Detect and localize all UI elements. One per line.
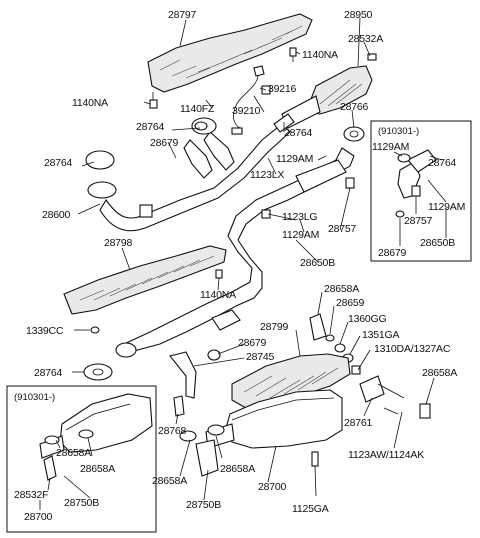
- inset-right-label-28764: 28764: [428, 157, 457, 169]
- heat-shield-28797: [147, 13, 313, 93]
- inset-right-label-28757: 28757: [404, 215, 433, 227]
- inset-right-label-28650B: 28650B: [420, 237, 455, 249]
- inset-right-label-28679: 28679: [378, 247, 407, 259]
- bolt-1140NA-left: [149, 92, 158, 109]
- label-28764-d: 28764: [34, 367, 63, 379]
- hanger-28745: [169, 349, 221, 399]
- bolt-1140NA-mid: [215, 269, 223, 279]
- part-labels: 28797 28950 28532A 1140NA 39216 1140NA 1…: [14, 9, 465, 523]
- label-1310DA-1327AC: 1310DA/1327AC: [374, 343, 451, 355]
- center-pipe-28650B: [115, 147, 355, 358]
- label-28766: 28766: [340, 101, 369, 113]
- label-28799: 28799: [260, 321, 289, 333]
- label-28700-a: 28700: [258, 481, 287, 493]
- bracket-28761: [359, 375, 431, 419]
- inset-left-label-28658A-b: 28658A: [80, 463, 115, 475]
- label-28650B-a: 28650B: [300, 257, 335, 269]
- label-1360GG: 1360GG: [348, 313, 387, 325]
- label-28798: 28798: [104, 237, 133, 249]
- label-1129AM-a: 1129AM: [276, 153, 313, 165]
- label-1351GA: 1351GA: [362, 329, 400, 341]
- main-muffler-28700: [179, 389, 343, 477]
- label-1339CC: 1339CC: [26, 325, 64, 337]
- inset-right-label-1129AM-a: 1129AM: [372, 141, 409, 153]
- label-28679-b: 28679: [238, 337, 267, 349]
- label-28950: 28950: [344, 9, 373, 21]
- label-28658A-b: 28658A: [422, 367, 457, 379]
- label-1140FZ: 1140FZ: [180, 103, 215, 115]
- oxygen-sensor-39210: [231, 65, 271, 135]
- gasket-28766: [343, 126, 365, 142]
- label-28757-a: 28757: [328, 223, 357, 235]
- label-1140NA-mid: 1140NA: [200, 289, 236, 301]
- label-1123LG: 1123LG: [282, 211, 317, 223]
- label-28659: 28659: [336, 297, 365, 309]
- rubber-hanger-28768: [173, 395, 185, 417]
- inset-left-label-28532F: 28532F: [14, 489, 48, 501]
- label-28745: 28745: [246, 351, 275, 363]
- label-1140NA-left: 1140NA: [72, 97, 108, 109]
- label-28764-a: 28764: [136, 121, 165, 133]
- inset-right-frame: [370, 120, 472, 262]
- inset-left-label-28658A-a: 28658A: [56, 447, 91, 459]
- label-1123AW-1124AK: 1123AW/1124AK: [348, 449, 424, 461]
- label-1125GA: 1125GA: [292, 503, 329, 515]
- label-28679-a: 28679: [150, 137, 179, 149]
- inset-left-label-28700: 28700: [24, 511, 53, 523]
- heat-shield-28799: [231, 353, 351, 409]
- heat-shield-28798: [63, 245, 227, 315]
- label-28764-c: 28764: [44, 157, 73, 169]
- label-28761: 28761: [344, 417, 373, 429]
- label-1129AM-b: 1129AM: [282, 229, 319, 241]
- label-28658A-a: 28658A: [324, 283, 359, 295]
- clip-1339CC: [90, 326, 100, 334]
- inset-left-frame: [6, 385, 157, 533]
- label-28768: 28768: [158, 425, 187, 437]
- label-28600: 28600: [42, 209, 71, 221]
- label-28658A-c: 28658A: [220, 463, 255, 475]
- label-28797: 28797: [168, 9, 197, 21]
- label-39216: 39216: [268, 83, 297, 95]
- label-28532A: 28532A: [348, 33, 383, 45]
- inset-right-header: (910301-): [378, 126, 419, 137]
- bolt-1140NA-top: [289, 47, 297, 62]
- catalytic-converter-28950: [281, 53, 377, 129]
- label-1123LX: 1123LX: [250, 169, 284, 181]
- label-28658A-d: 28658A: [152, 475, 187, 487]
- inset-left-label-28750B: 28750B: [64, 497, 99, 509]
- label-39210: 39210: [232, 105, 261, 117]
- inset-right-label-1129AM-b: 1129AM: [428, 201, 465, 213]
- label-1140NA-top: 1140NA: [302, 49, 338, 61]
- leader-lines: [39, 17, 447, 510]
- inset-left-header: (910301-): [14, 392, 55, 403]
- label-28764-b: 28764: [284, 127, 313, 139]
- label-28750B-a: 28750B: [186, 499, 221, 511]
